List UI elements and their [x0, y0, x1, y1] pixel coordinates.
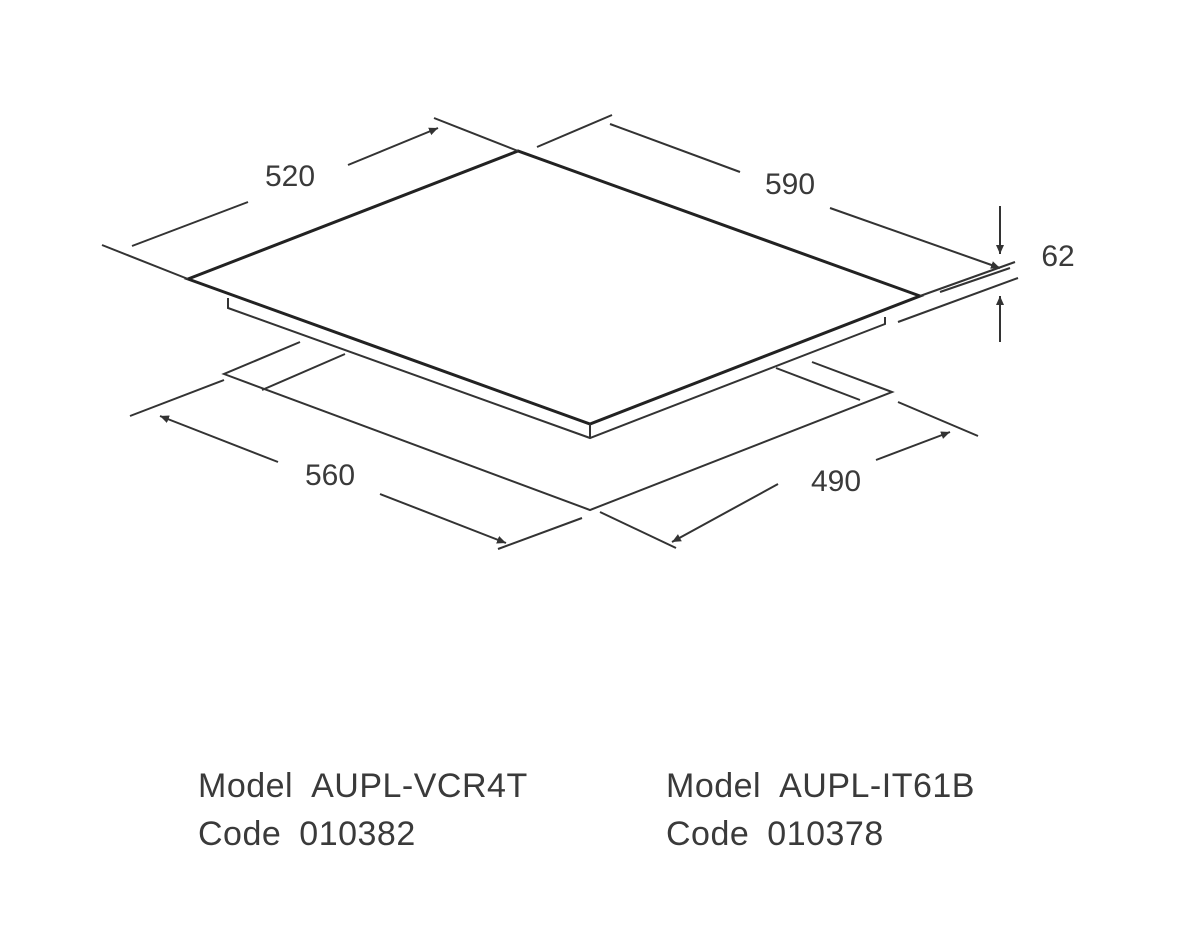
cutout-outline: [221, 341, 895, 512]
model-line: Model AUPL-IT61B: [666, 762, 975, 810]
dimension-590-label: 590: [765, 168, 815, 201]
model-value: AUPL-IT61B: [779, 767, 975, 805]
dimension-560-label: 560: [305, 459, 355, 492]
dimension-590: 590: [536, 114, 1016, 297]
dimension-560: 560: [129, 379, 583, 550]
product-spec-left: Model AUPL-VCR4T Code 010382: [198, 762, 528, 858]
code-label: Code: [198, 815, 282, 853]
dimension-490-label: 490: [811, 465, 861, 498]
code-value: 010382: [299, 815, 416, 853]
hob-body-outline: [227, 298, 886, 440]
dimension-490: 490: [599, 401, 979, 549]
dimension-520: 520: [101, 117, 519, 280]
dimension-520-label: 520: [265, 160, 315, 193]
dimension-62: 62: [897, 206, 1075, 342]
model-label: Model: [666, 767, 762, 805]
dimension-62-label: 62: [1041, 240, 1074, 273]
code-value: 010378: [767, 815, 884, 853]
code-label: Code: [666, 815, 750, 853]
product-spec-right: Model AUPL-IT61B Code 010378: [666, 762, 975, 858]
code-line: Code 010382: [198, 810, 528, 858]
code-line: Code 010378: [666, 810, 975, 858]
model-label: Model: [198, 767, 294, 805]
model-value: AUPL-VCR4T: [311, 767, 528, 805]
model-line: Model AUPL-VCR4T: [198, 762, 528, 810]
